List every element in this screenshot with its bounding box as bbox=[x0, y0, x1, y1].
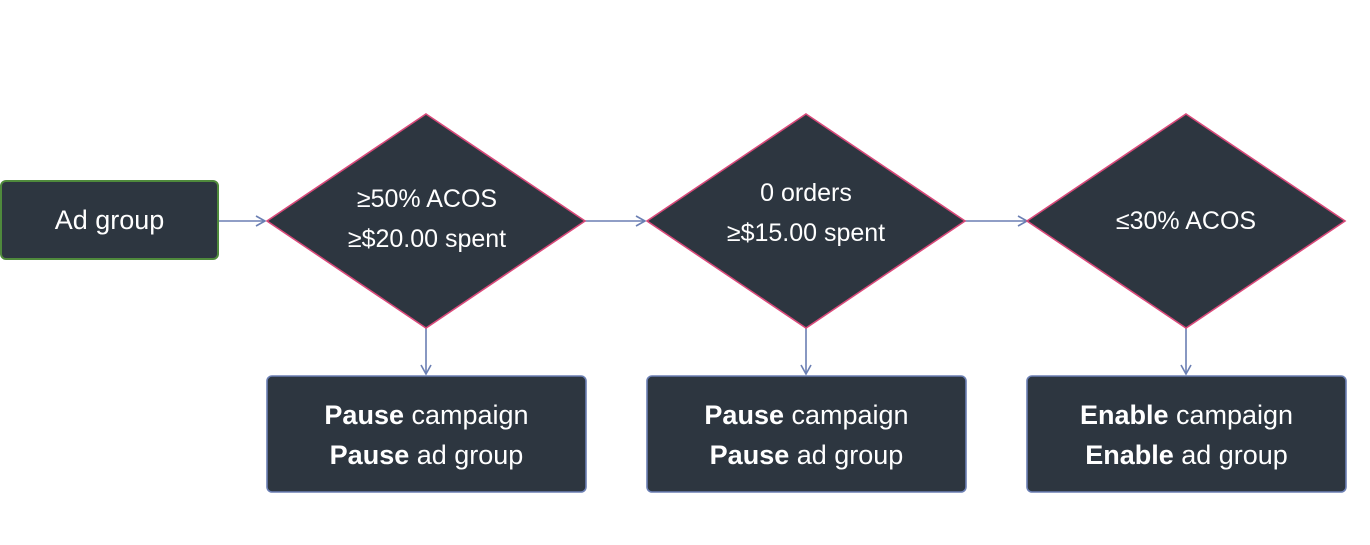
action-box-1 bbox=[266, 375, 587, 493]
decision-diamond-1 bbox=[265, 113, 587, 329]
decision-2-condition-2: ≥$15.00 spent bbox=[727, 219, 885, 247]
decision-diamond-3 bbox=[1025, 113, 1347, 329]
action-node-3: Enable campaign Enable ad group bbox=[1026, 375, 1347, 493]
decision-node-1: ≥50% ACOS ≥$20.00 spent bbox=[265, 113, 587, 329]
action-1-line-1-object: campaign bbox=[404, 400, 529, 430]
action-2-line-2: Pause ad group bbox=[710, 440, 904, 470]
action-1-line-1-verb: Pause bbox=[324, 400, 404, 430]
action-1-line-2-object: ad group bbox=[409, 440, 523, 470]
action-2-line-1: Pause campaign bbox=[704, 400, 908, 430]
action-box-3 bbox=[1026, 375, 1347, 493]
decision-3-condition-1: ≤30% ACOS bbox=[1116, 207, 1256, 235]
action-3-line-1-verb: Enable bbox=[1080, 400, 1169, 430]
action-3-line-2: Enable ad group bbox=[1085, 440, 1288, 470]
action-1-line-1: Pause campaign bbox=[324, 400, 528, 430]
decision-1-condition-2: ≥$20.00 spent bbox=[348, 225, 506, 253]
action-3-line-2-object: ad group bbox=[1174, 440, 1288, 470]
action-node-1: Pause campaign Pause ad group bbox=[266, 375, 587, 493]
action-3-line-2-verb: Enable bbox=[1085, 440, 1174, 470]
action-3-line-1-object: campaign bbox=[1168, 400, 1293, 430]
action-1-line-2: Pause ad group bbox=[330, 440, 524, 470]
decision-diamond-2 bbox=[645, 113, 967, 329]
decision-2-condition-1: 0 orders bbox=[760, 179, 852, 207]
start-node: Ad group bbox=[0, 180, 219, 260]
action-1-line-2-verb: Pause bbox=[330, 440, 410, 470]
start-node-box bbox=[0, 180, 219, 260]
action-node-2: Pause campaign Pause ad group bbox=[646, 375, 967, 493]
start-node-label: Ad group bbox=[55, 205, 165, 235]
decision-1-condition-1: ≥50% ACOS bbox=[357, 185, 497, 213]
action-3-line-1: Enable campaign bbox=[1080, 400, 1293, 430]
action-2-line-2-object: ad group bbox=[789, 440, 903, 470]
action-box-2 bbox=[646, 375, 967, 493]
decision-node-3: ≤30% ACOS bbox=[1025, 113, 1347, 329]
action-2-line-1-object: campaign bbox=[784, 400, 909, 430]
action-2-line-1-verb: Pause bbox=[704, 400, 784, 430]
action-2-line-2-verb: Pause bbox=[710, 440, 790, 470]
decision-node-2: 0 orders ≥$15.00 spent bbox=[645, 113, 967, 329]
